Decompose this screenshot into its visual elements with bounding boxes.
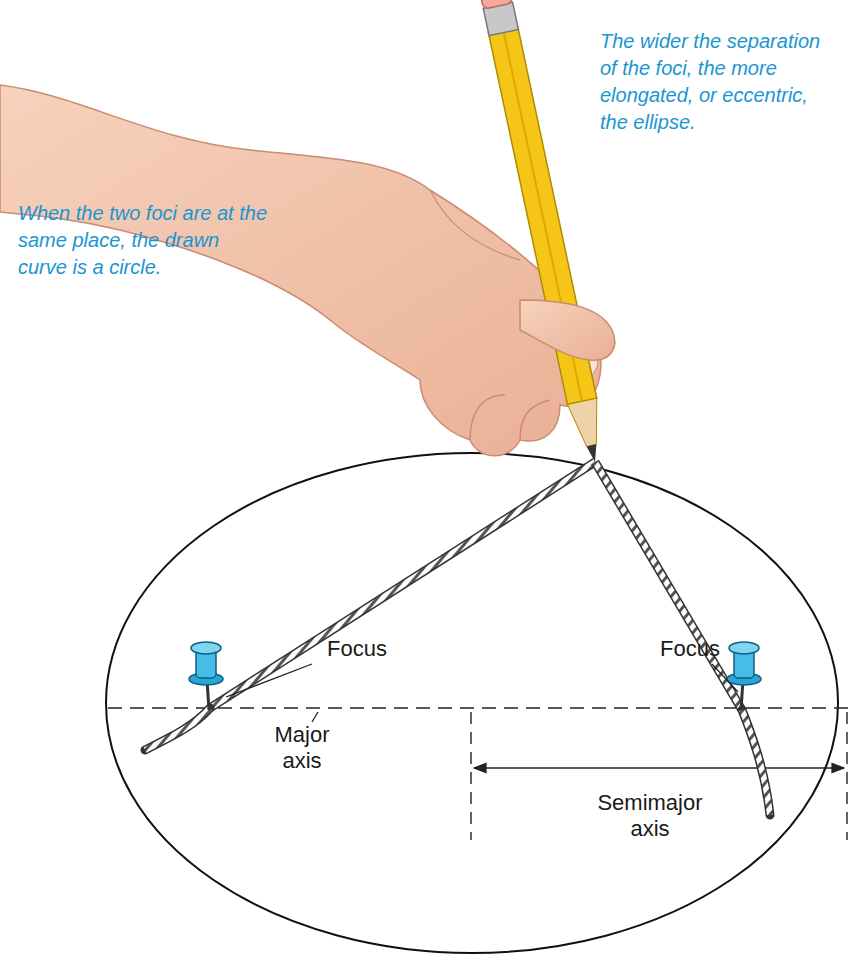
string-end bbox=[742, 710, 770, 815]
leader-line bbox=[712, 664, 738, 692]
string bbox=[595, 462, 742, 710]
part-label: Semimajor axis bbox=[572, 790, 728, 842]
push-pin bbox=[727, 642, 761, 710]
center-line bbox=[470, 712, 471, 840]
part-label: Focus bbox=[645, 636, 735, 662]
string bbox=[210, 462, 595, 708]
end-line bbox=[846, 712, 847, 840]
semimajor-dimension bbox=[474, 767, 844, 768]
finger bbox=[520, 300, 615, 360]
push-pin bbox=[189, 642, 223, 710]
leader-line bbox=[226, 664, 312, 697]
part-label: Major axis bbox=[262, 722, 342, 774]
string-end bbox=[145, 708, 210, 750]
part-label: Focus bbox=[312, 636, 402, 662]
annotation-note: When the two foci are at the same place,… bbox=[18, 200, 268, 281]
annotation-note: The wider the separation of the foci, th… bbox=[600, 28, 825, 136]
ellipse-curve bbox=[106, 453, 838, 953]
leader-line bbox=[312, 712, 318, 722]
pencil bbox=[476, 0, 610, 465]
